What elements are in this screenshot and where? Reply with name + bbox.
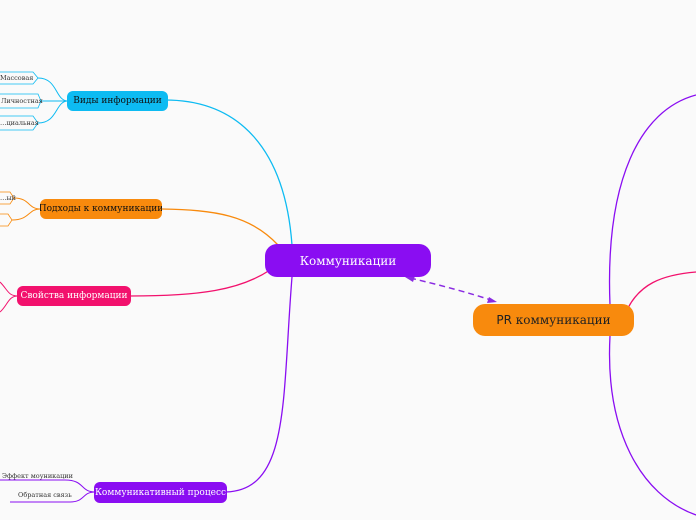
leaf-effect[interactable]: Эффект моуникации (2, 472, 73, 480)
connector-properties (129, 269, 271, 297)
topic-approaches-label: Подходы к коммуникации (40, 204, 162, 214)
topic-types[interactable]: Виды информации (67, 91, 168, 111)
connector-pr-bottom (608, 335, 696, 516)
connector-properties-leaves (0, 281, 19, 313)
topic-types-label: Виды информации (73, 96, 162, 106)
pr-topic[interactable]: PR коммуникации (473, 304, 634, 336)
central-topic[interactable]: Коммуникации (265, 244, 431, 277)
leaf-social[interactable]: …циальная (0, 119, 39, 127)
connector-approaches (161, 208, 279, 246)
central-topic-label: Коммуникации (299, 253, 397, 268)
connector-process (225, 276, 293, 493)
topic-properties[interactable]: Свойства информации (17, 286, 131, 306)
leaf-approach-1[interactable]: …ый (0, 194, 17, 202)
leaf-outline-lichnostnaya (0, 93, 42, 109)
topic-process-label: Коммуникативный процесс (94, 487, 227, 498)
topic-properties-label: Свойства информации (20, 291, 128, 301)
relationship-arrow-start (405, 276, 415, 282)
connector-types (164, 99, 293, 246)
relationship-arrow-end (487, 297, 497, 303)
relationship-line (409, 277, 495, 302)
connector-types-leaves (37, 77, 69, 124)
leaf-outline-approach-1 (0, 191, 15, 205)
topic-approaches[interactable]: Подходы к коммуникации (40, 199, 162, 219)
leaf-outline-massovaya (0, 71, 39, 85)
pr-topic-label-rest: коммуникации (511, 313, 611, 327)
leaf-feedback[interactable]: Обратная связь (18, 491, 72, 499)
leaf-lichnostnaya[interactable]: Личностная (1, 97, 43, 105)
pr-topic-label-prefix: PR (496, 313, 512, 327)
connector-approaches-leaves (11, 197, 41, 221)
leaf-outline-social (0, 115, 39, 131)
topic-process[interactable]: Коммуникативный процесс (94, 482, 227, 503)
pr-topic-label: PR коммуникации (496, 313, 610, 327)
connector-pr-middle (627, 271, 696, 309)
leaf-massovaya[interactable]: Массовая (0, 74, 34, 82)
leaf-outline-approach-2 (0, 213, 13, 227)
connector-pr-top (608, 94, 696, 306)
connector-process-leaves (0, 479, 96, 503)
